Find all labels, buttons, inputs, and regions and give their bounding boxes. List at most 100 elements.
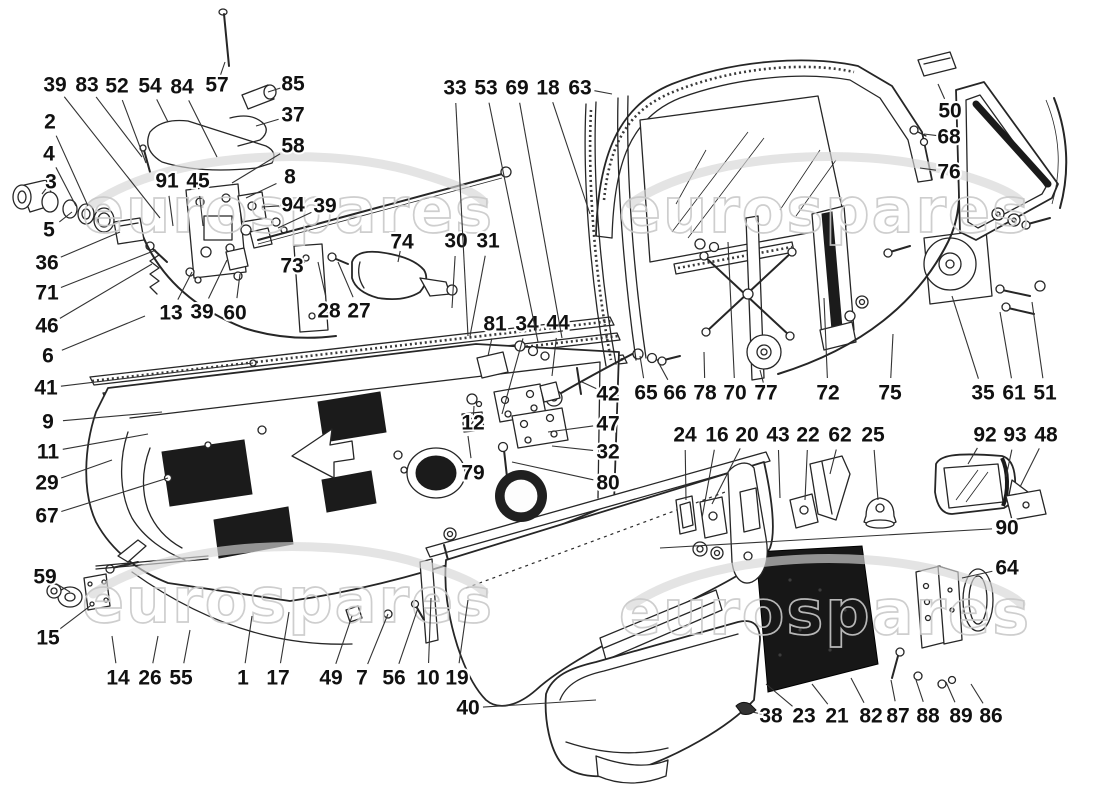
- part-number-label[interactable]: 15: [34, 625, 62, 652]
- part-number-label[interactable]: 22: [794, 422, 821, 449]
- part-number-label[interactable]: 92: [971, 422, 998, 449]
- part-number-label[interactable]: 6: [40, 343, 56, 370]
- part-number-label[interactable]: 79: [459, 460, 486, 487]
- part-number-label[interactable]: 58: [279, 133, 307, 160]
- part-number-label[interactable]: 51: [1031, 380, 1059, 407]
- part-number-label[interactable]: 43: [764, 422, 791, 449]
- part-number-label[interactable]: 29: [33, 470, 60, 497]
- part-number-label[interactable]: 36: [33, 250, 60, 277]
- part-number-label[interactable]: 16: [703, 422, 730, 449]
- part-number-label[interactable]: 57: [203, 72, 230, 99]
- part-number-label[interactable]: 69: [503, 75, 530, 102]
- part-number-label[interactable]: 77: [752, 380, 779, 407]
- front-mirror: [351, 250, 458, 301]
- part-number-label[interactable]: 14: [104, 665, 132, 692]
- part-number-label[interactable]: 8: [282, 164, 298, 191]
- part-number-label[interactable]: 25: [859, 422, 887, 449]
- part-number-label[interactable]: 66: [661, 380, 688, 407]
- part-number-label[interactable]: 64: [993, 555, 1021, 582]
- leader-line: [297, 261, 306, 265]
- part-number-label[interactable]: 88: [914, 703, 942, 730]
- part-number-label[interactable]: 53: [472, 75, 499, 102]
- leader-line: [701, 449, 715, 519]
- part-number-label[interactable]: 60: [221, 300, 248, 327]
- part-number-label[interactable]: 87: [884, 703, 911, 730]
- part-number-label[interactable]: 10: [414, 665, 441, 692]
- part-number-label[interactable]: 68: [935, 124, 963, 151]
- part-number-label[interactable]: 46: [33, 313, 60, 340]
- part-number-label[interactable]: 11: [35, 439, 62, 466]
- part-number-label[interactable]: 42: [594, 381, 621, 408]
- part-number-label[interactable]: 67: [33, 503, 60, 530]
- part-number-label[interactable]: 71: [33, 280, 61, 307]
- part-number-label[interactable]: 7: [354, 665, 370, 692]
- part-number-label[interactable]: 45: [184, 168, 212, 195]
- part-number-label[interactable]: 39: [188, 299, 215, 326]
- part-number-label[interactable]: 26: [136, 665, 163, 692]
- part-number-label[interactable]: 23: [790, 703, 817, 730]
- part-number-label[interactable]: 50: [936, 98, 963, 125]
- part-number-label[interactable]: 75: [876, 380, 904, 407]
- part-number-label[interactable]: 38: [757, 703, 785, 730]
- part-number-label[interactable]: 30: [442, 228, 469, 255]
- part-number-label[interactable]: 73: [278, 253, 305, 280]
- part-number-label[interactable]: 52: [103, 73, 130, 100]
- part-number-label[interactable]: 47: [594, 411, 621, 438]
- watermark-swoosh: [88, 151, 489, 209]
- part-number-label[interactable]: 12: [459, 410, 486, 437]
- part-number-label[interactable]: 37: [279, 102, 306, 129]
- part-number-label[interactable]: 65: [632, 380, 660, 407]
- part-number-label[interactable]: 63: [566, 75, 593, 102]
- part-number-label[interactable]: 72: [814, 380, 841, 407]
- part-number-label[interactable]: 81: [481, 311, 509, 338]
- part-number-label[interactable]: 20: [733, 422, 760, 449]
- part-number-label[interactable]: 56: [380, 665, 407, 692]
- part-number-label[interactable]: 82: [857, 703, 884, 730]
- part-number-label[interactable]: 55: [167, 665, 195, 692]
- part-number-label[interactable]: 78: [691, 380, 719, 407]
- part-number-label[interactable]: 80: [594, 470, 621, 497]
- part-number-label[interactable]: 18: [534, 75, 562, 102]
- part-number-label[interactable]: 9: [40, 409, 56, 436]
- part-number-label[interactable]: 91: [153, 168, 181, 195]
- part-number-label[interactable]: 2: [42, 109, 58, 136]
- part-number-label[interactable]: 3: [43, 169, 59, 196]
- part-number-label[interactable]: 89: [947, 703, 974, 730]
- part-number-label[interactable]: 13: [157, 300, 184, 327]
- part-number-label[interactable]: 27: [345, 298, 372, 325]
- leader-line: [1019, 448, 1040, 488]
- part-number-label[interactable]: 93: [1001, 422, 1028, 449]
- part-number-label[interactable]: 76: [935, 159, 962, 186]
- part-number-label[interactable]: 54: [136, 73, 164, 100]
- part-number-label[interactable]: 49: [317, 665, 344, 692]
- part-number-label[interactable]: 31: [474, 228, 502, 255]
- part-number-label[interactable]: 1: [235, 665, 251, 692]
- part-number-label[interactable]: 21: [823, 703, 851, 730]
- part-number-label[interactable]: 44: [544, 310, 572, 337]
- part-number-label[interactable]: 70: [721, 380, 748, 407]
- part-number-label[interactable]: 48: [1032, 422, 1060, 449]
- part-number-label[interactable]: 61: [1000, 380, 1028, 407]
- part-number-label[interactable]: 19: [443, 665, 470, 692]
- part-number-label[interactable]: 94: [279, 192, 307, 219]
- part-number-label[interactable]: 33: [441, 75, 468, 102]
- part-number-label[interactable]: 74: [388, 229, 416, 256]
- part-number-label[interactable]: 39: [41, 72, 68, 99]
- part-number-label[interactable]: 85: [279, 71, 307, 98]
- part-number-label[interactable]: 40: [454, 695, 481, 722]
- part-number-label[interactable]: 28: [315, 298, 343, 325]
- part-number-label[interactable]: 90: [993, 515, 1020, 542]
- part-number-label[interactable]: 83: [73, 72, 100, 99]
- part-number-label[interactable]: 4: [41, 141, 57, 168]
- part-number-label[interactable]: 35: [969, 380, 997, 407]
- part-number-label[interactable]: 41: [32, 375, 60, 402]
- part-number-label[interactable]: 5: [41, 217, 57, 244]
- part-number-label[interactable]: 59: [31, 564, 58, 591]
- part-number-label[interactable]: 32: [594, 439, 621, 466]
- part-number-label[interactable]: 24: [671, 422, 699, 449]
- part-number-label[interactable]: 86: [977, 703, 1004, 730]
- part-number-label[interactable]: 62: [826, 422, 853, 449]
- part-number-label[interactable]: 17: [264, 665, 291, 692]
- part-number-label[interactable]: 84: [168, 74, 196, 101]
- part-number-label[interactable]: 39: [311, 193, 338, 220]
